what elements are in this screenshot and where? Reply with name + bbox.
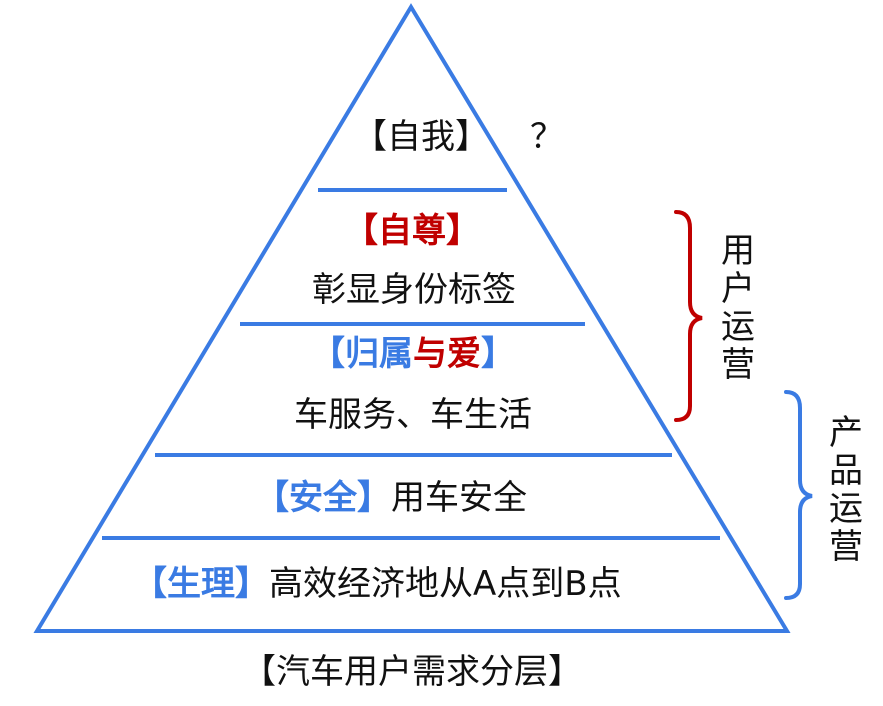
side-label-user-ops: 用户运营 — [721, 231, 755, 385]
brace-user-ops — [674, 210, 703, 422]
side-label-product-ops: 产品运营 — [829, 413, 863, 567]
level-safety-row: 【安全】用车安全 — [255, 481, 527, 515]
diagram-caption: 【汽车用户需求分层】 — [242, 652, 582, 692]
level-belonging-part2: 与爱 — [413, 334, 481, 374]
level-belonging-desc: 车服务、车生活 — [294, 395, 532, 435]
level-self-tag: 【自我】 — [353, 117, 489, 157]
level-physio-row: 【生理】高效经济地从A点到B点 — [133, 567, 622, 601]
brace-product-ops — [784, 390, 813, 600]
level-esteem-desc: 彰显身份标签 — [312, 270, 516, 310]
level-belonging-bracket-close: 】 — [481, 334, 515, 374]
level-esteem-tag: 【自尊】 — [344, 211, 480, 251]
level-safety-desc: 用车安全 — [391, 478, 527, 518]
level-belonging-tag: 【归属与爱】 — [311, 337, 515, 371]
level-safety-tag: 【安全】 — [255, 478, 391, 518]
level-self-question: ？ — [530, 117, 564, 157]
level-belonging-part1: 归属 — [345, 334, 413, 374]
level-physio-tag: 【生理】 — [133, 564, 269, 604]
level-belonging-bracket-open: 【 — [311, 334, 345, 374]
level-physio-desc: 高效经济地从A点到B点 — [269, 564, 622, 604]
pyramid-outline — [33, 3, 791, 633]
